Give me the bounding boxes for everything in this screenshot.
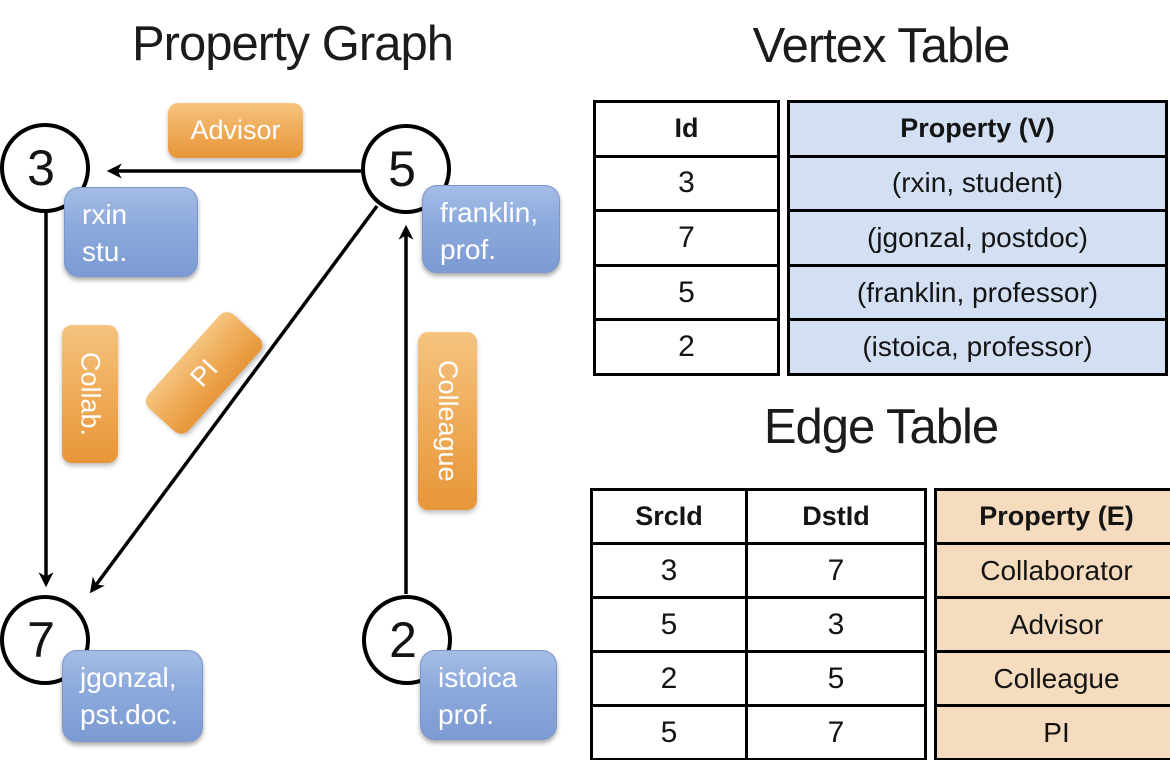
edge-src-cell: 5 (590, 596, 748, 653)
edge-property-cell: Advisor (934, 596, 1170, 653)
property-graph-title: Property Graph (132, 17, 454, 71)
vertex-table-title: Vertex Table (752, 19, 1011, 73)
edge-dst-header: DstId (745, 488, 927, 545)
vertex-property-cell: (istoica, professor) (787, 318, 1168, 376)
node-id-label: 3 (27, 140, 55, 196)
edge-src-cell: 3 (590, 542, 748, 599)
property-line: prof. (440, 234, 497, 265)
vertex-property-cell: (franklin, professor) (787, 263, 1168, 322)
property-line: jgonzal, (80, 662, 177, 693)
property-line: stu. (82, 236, 128, 267)
edge-table-title: Edge Table (763, 400, 999, 454)
edge-label-colleague: Colleague (418, 332, 477, 510)
property-line: prof. (438, 699, 495, 730)
graph-edges-layer (38, 163, 414, 594)
node-circle-5: 5 (361, 124, 451, 214)
edge-property-column: Property (E) Collaborator Advisor Collea… (934, 488, 1170, 760)
edge-property-cell: Colleague (934, 650, 1170, 707)
edge-arrow-5-to-7 (89, 204, 379, 594)
edge-src-cell: 2 (590, 650, 748, 707)
edge-dst-cell: 7 (745, 542, 927, 599)
vertex-property-cell: (jgonzal, postdoc) (787, 209, 1168, 267)
vertex-property-header: Property (V) (787, 100, 1168, 158)
edge-src-header: SrcId (590, 488, 748, 545)
edge-label-collab: Collab. (62, 325, 118, 463)
node-property-box-3: rxin stu. (64, 187, 198, 277)
node-property-box-5: franklin, prof. (422, 185, 560, 273)
edge-dst-cell: 7 (745, 704, 927, 760)
edge-dst-cell: 5 (745, 650, 927, 707)
node-property-box-7: jgonzal, pst.doc. (62, 650, 203, 742)
vertex-id-header: Id (593, 100, 780, 158)
node-property-box-2: istoica prof. (420, 650, 557, 740)
property-line: istoica (438, 662, 518, 693)
vertex-id-cell: 2 (593, 318, 780, 376)
vertex-property-column: Property (V) (rxin, student) (jgonzal, p… (787, 100, 1168, 376)
edge-property-header: Property (E) (934, 488, 1170, 545)
edge-label-advisor: Advisor (168, 103, 303, 158)
edge-property-cell: Collaborator (934, 542, 1170, 599)
vertex-property-cell: (rxin, student) (787, 154, 1168, 213)
edge-srcdst-columns: SrcId DstId 3 7 5 3 2 5 5 7 (590, 488, 927, 760)
node-circle-2: 2 (362, 595, 452, 685)
edge-src-cell: 5 (590, 704, 748, 760)
property-line: franklin, (440, 197, 539, 228)
vertex-table: Id 3 7 5 2 Property (V) (rxin, student) … (593, 100, 1168, 376)
vertex-id-cell: 7 (593, 209, 780, 267)
node-id-label: 7 (27, 612, 55, 668)
edge-property-cell: PI (934, 704, 1170, 760)
vertex-id-cell: 5 (593, 263, 780, 322)
edge-table: SrcId DstId 3 7 5 3 2 5 5 7 Property (E)… (590, 488, 1170, 760)
vertex-id-cell: 3 (593, 154, 780, 213)
property-line: rxin (82, 199, 128, 230)
vertex-id-column: Id 3 7 5 2 (593, 100, 780, 376)
edge-dst-cell: 3 (745, 596, 927, 653)
node-id-label: 2 (389, 612, 417, 668)
property-line: pst.doc. (80, 699, 179, 730)
node-id-label: 5 (388, 141, 416, 197)
